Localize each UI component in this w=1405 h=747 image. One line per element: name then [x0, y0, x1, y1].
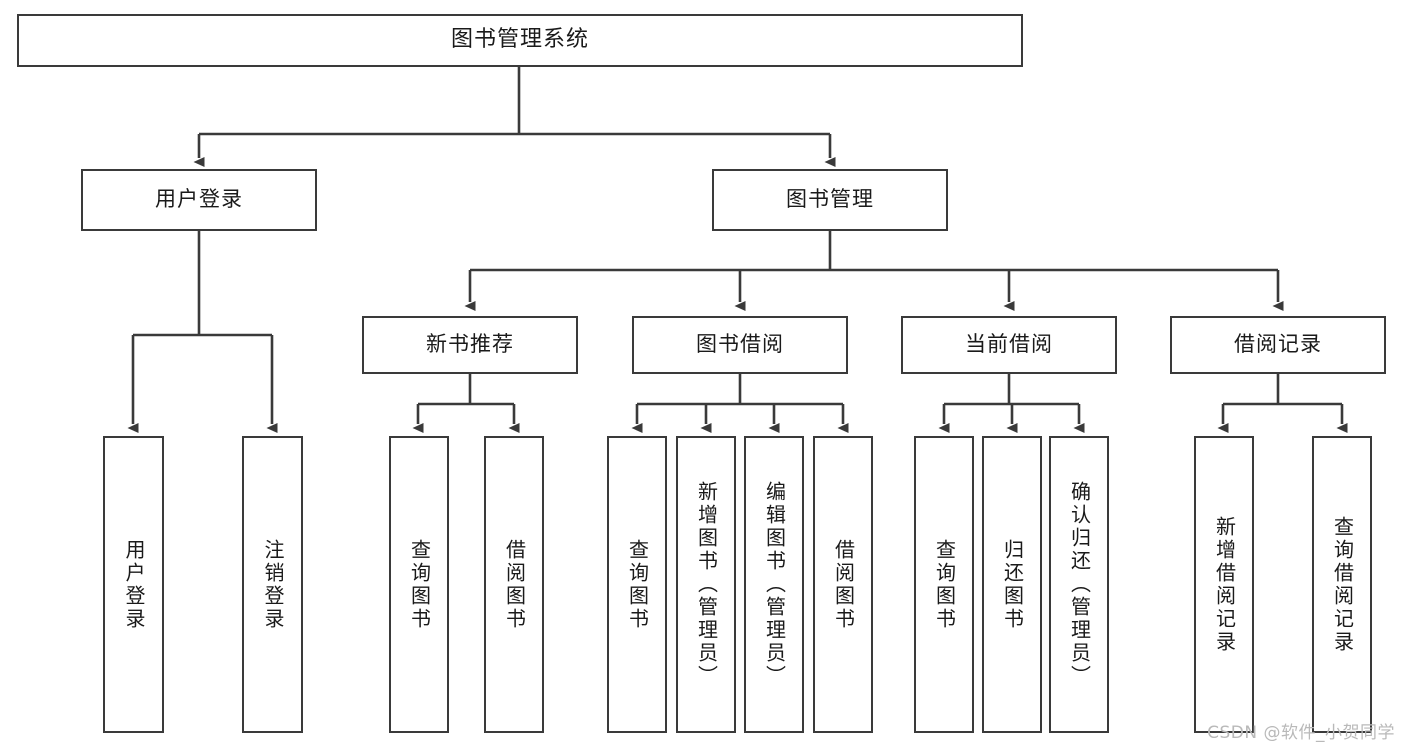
- node-label: 图书借阅: [696, 332, 784, 357]
- leaf-borrow-edit-book-admin[interactable]: 编辑图书（管理员）: [744, 436, 804, 733]
- node-label: 借阅图书: [502, 538, 527, 631]
- leaf-user-logout[interactable]: 注销登录: [242, 436, 303, 733]
- leaf-borrow-add-book-admin[interactable]: 新增图书（管理员）: [676, 436, 736, 733]
- leaf-recommend-query-book[interactable]: 查询图书: [389, 436, 449, 733]
- node-label: 查询图书: [625, 538, 650, 631]
- node-label: 用户登录: [155, 187, 243, 212]
- node-current-borrow[interactable]: 当前借阅: [901, 316, 1117, 374]
- node-label: 归还图书: [1000, 538, 1025, 631]
- leaf-records-add-record[interactable]: 新增借阅记录: [1194, 436, 1254, 733]
- node-label: 查询图书: [932, 538, 957, 631]
- node-label: 编辑图书（管理员）: [762, 481, 787, 688]
- node-label: 查询借阅记录: [1330, 515, 1355, 654]
- node-book-borrow[interactable]: 图书借阅: [632, 316, 848, 374]
- leaf-recommend-borrow-book[interactable]: 借阅图书: [484, 436, 544, 733]
- node-label: 用户登录: [122, 538, 146, 631]
- node-label: 当前借阅: [965, 332, 1053, 357]
- leaf-user-login[interactable]: 用户登录: [103, 436, 164, 733]
- leaf-records-query-record[interactable]: 查询借阅记录: [1312, 436, 1372, 733]
- node-label: 借阅记录: [1234, 332, 1322, 357]
- watermark: CSDN @软件_小贺同学: [1207, 723, 1395, 743]
- leaf-borrow-borrow-book[interactable]: 借阅图书: [813, 436, 873, 733]
- leaf-current-return-book[interactable]: 归还图书: [982, 436, 1042, 733]
- node-label: 图书管理系统: [450, 27, 589, 53]
- node-label: 借阅图书: [831, 538, 856, 631]
- node-new-book-recommend[interactable]: 新书推荐: [362, 316, 578, 374]
- node-user-login[interactable]: 用户登录: [81, 169, 317, 231]
- node-label: 查询图书: [407, 538, 432, 631]
- node-borrow-records[interactable]: 借阅记录: [1170, 316, 1386, 374]
- leaf-current-query-book[interactable]: 查询图书: [914, 436, 974, 733]
- node-label: 新增图书（管理员）: [694, 481, 719, 688]
- node-book-management[interactable]: 图书管理: [712, 169, 948, 231]
- node-label: 注销登录: [261, 538, 285, 631]
- node-label: 新增借阅记录: [1212, 515, 1237, 654]
- node-root-system[interactable]: 图书管理系统: [17, 14, 1023, 67]
- node-label: 新书推荐: [426, 332, 514, 357]
- leaf-borrow-query-book[interactable]: 查询图书: [607, 436, 667, 733]
- node-label: 图书管理: [786, 187, 874, 212]
- leaf-current-confirm-return-admin[interactable]: 确认归还（管理员）: [1049, 436, 1109, 733]
- node-label: 确认归还（管理员）: [1067, 481, 1092, 688]
